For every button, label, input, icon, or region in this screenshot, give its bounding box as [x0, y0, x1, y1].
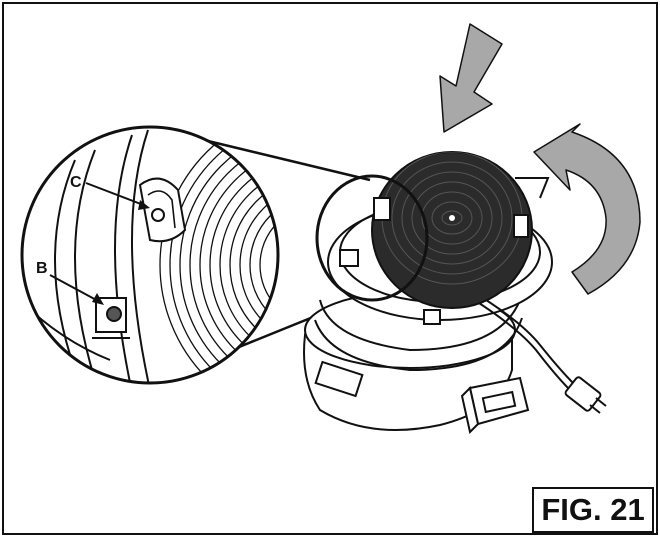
detail-circle: [315, 174, 429, 302]
collar-tab-left: [339, 249, 359, 267]
callout-c: C: [70, 174, 150, 210]
band-lower: [314, 317, 523, 372]
electrical-box-side: [460, 386, 480, 434]
callout-b-label: B: [36, 260, 48, 277]
collar-tab-front: [423, 309, 441, 325]
plate-bracket: [515, 177, 550, 199]
magnified-detail: [20, 125, 280, 385]
plate-lug-right: [513, 214, 529, 238]
plug-icon: [564, 376, 607, 414]
clockwise-rotate-arrow-icon: [533, 123, 641, 295]
plate-lug-left: [373, 197, 391, 221]
callout-c-label: C: [70, 174, 82, 191]
grind-plate: [371, 151, 533, 309]
callout-b: B: [36, 260, 104, 305]
power-cord: [467, 289, 576, 391]
figure-frame: [2, 2, 658, 535]
body-label-plate: [314, 360, 364, 398]
plate-center-hole: [449, 215, 455, 221]
down-left-arrow-icon: [439, 23, 503, 133]
band-upper: [319, 299, 521, 352]
terminal-cover: [481, 390, 517, 414]
figure-label: FIG. 21: [532, 487, 654, 533]
